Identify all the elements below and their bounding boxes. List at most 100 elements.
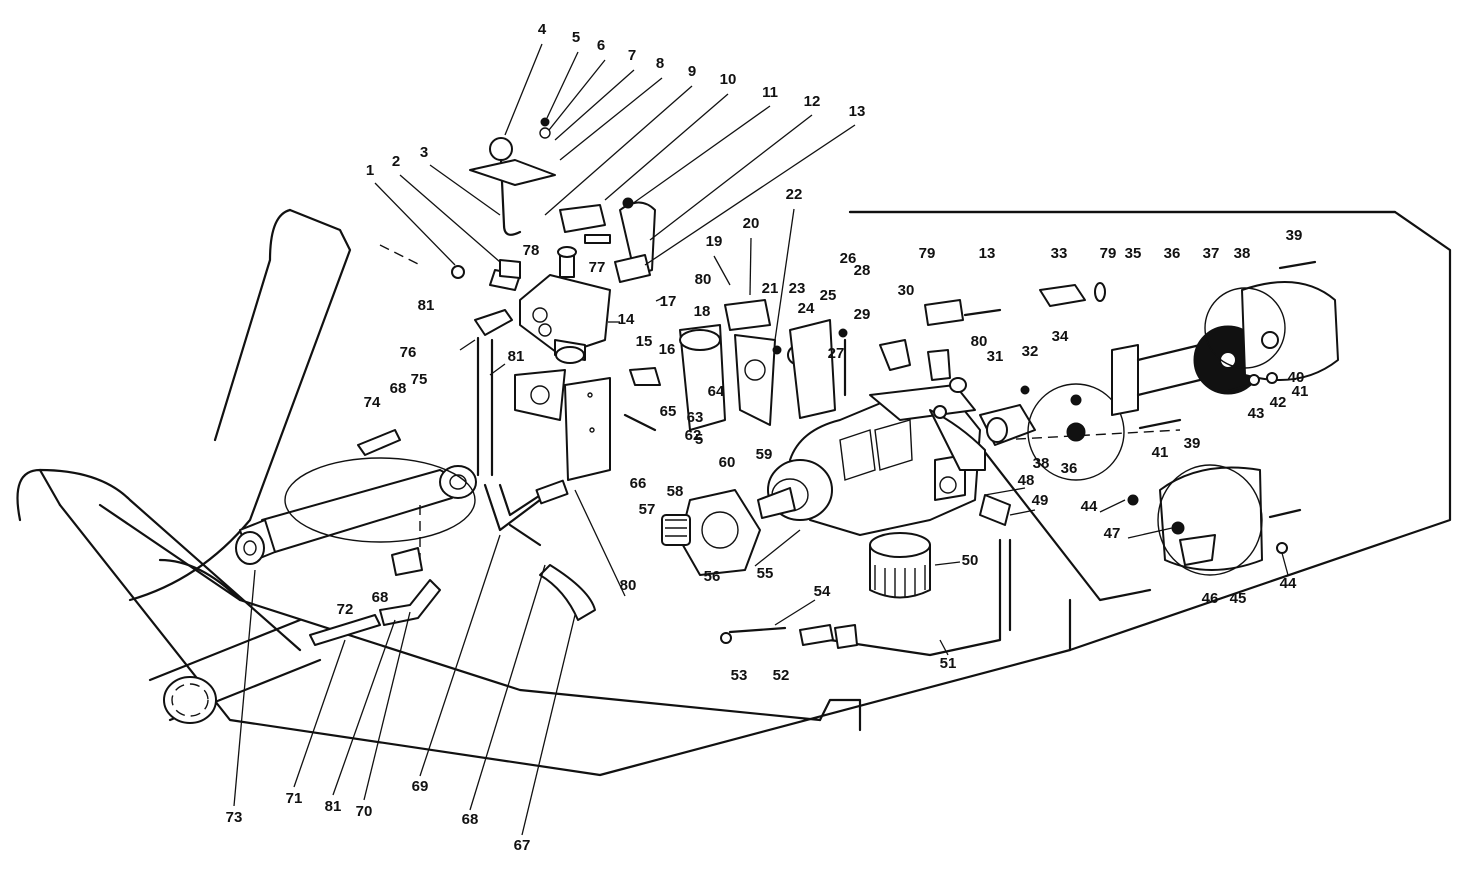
part-label-56: 56 [704,568,721,585]
part-label-4: 4 [538,21,547,38]
part-label-81c: 81 [325,798,342,815]
part-label-31: 31 [987,348,1004,365]
part-label-53: 53 [731,667,748,684]
part-label-40: 40 [1288,369,1305,386]
part-label-11: 11 [762,84,778,101]
part-label-10: 10 [720,71,737,88]
part-label-54: 54 [814,583,831,600]
part-label-71: 71 [286,790,303,807]
part-label-68b: 68 [372,589,389,606]
part-label-58: 58 [667,483,684,500]
part-label-44b: 44 [1280,575,1297,592]
part-label-81a: 81 [418,297,435,314]
part-label-36b: 36 [1061,460,1078,477]
part-label-59: 59 [756,446,773,463]
hydrostatic-pump [757,384,986,536]
part-label-5b: 5 [695,431,703,448]
part-label-36a: 36 [1164,245,1181,262]
part-label-64: 64 [708,383,725,400]
part-label-6: 6 [597,37,605,54]
part-label-39b: 39 [1184,435,1201,452]
part-label-78: 78 [523,242,540,259]
hydraulic-cylinder [235,457,477,570]
part-label-38a: 38 [1234,245,1251,262]
pump-mount-bracket [679,299,848,431]
part-label-5a: 5 [572,29,580,46]
part-label-18: 18 [694,303,711,320]
part-label-14: 14 [618,311,635,328]
part-label-47: 47 [1104,525,1121,542]
part-label-52: 52 [773,667,790,684]
part-label-33: 33 [1051,245,1068,262]
part-label-1: 1 [366,162,374,179]
part-label-25: 25 [820,287,837,304]
center-bracket [514,367,661,481]
part-label-27: 27 [828,345,845,362]
part-label-68a: 68 [390,380,407,397]
part-label-23: 23 [789,280,806,297]
part-label-38b: 38 [1033,455,1050,472]
part-label-72: 72 [337,601,354,618]
part-label-80a: 80 [695,271,712,288]
part-label-34: 34 [1052,328,1069,345]
part-label-79b: 79 [1100,245,1117,262]
part-label-43: 43 [1248,405,1265,422]
part-label-28: 28 [854,262,871,279]
part-label-37: 37 [1203,245,1220,262]
part-label-80c: 80 [620,577,637,594]
part-label-21: 21 [762,280,779,297]
part-label-81b: 81 [508,348,525,365]
part-label-67: 67 [514,837,531,854]
part-label-44a: 44 [1081,498,1098,515]
chassis-frame [16,208,1452,777]
part-label-30: 30 [898,282,915,299]
part-label-15: 15 [636,333,653,350]
part-label-69: 69 [412,778,429,795]
part-label-13b: 13 [979,245,996,262]
part-label-80b: 80 [971,333,988,350]
part-label-7: 7 [628,47,636,64]
part-label-73: 73 [226,809,243,826]
part-label-42: 42 [1270,394,1287,411]
part-label-50: 50 [962,552,979,569]
leader-lines [233,43,1289,836]
part-label-70: 70 [356,803,373,820]
part-label-13a: 13 [849,103,866,120]
part-label-35: 35 [1125,245,1142,262]
part-label-19: 19 [706,233,723,250]
part-label-32: 32 [1022,343,1039,360]
part-label-63: 63 [687,409,704,426]
part-label-66: 66 [630,475,647,492]
part-label-55: 55 [757,565,774,582]
part-label-74: 74 [364,394,381,411]
oil-filter [869,532,931,599]
part-label-26: 26 [840,250,857,267]
part-label-8: 8 [656,55,664,72]
drive-shroud [1127,464,1302,576]
part-label-20: 20 [743,215,760,232]
hydraulic-lines-left [309,259,596,646]
part-label-39a: 39 [1286,227,1303,244]
part-label-79a: 79 [919,245,936,262]
control-lever-assembly [469,117,656,283]
part-label-45: 45 [1230,590,1247,607]
part-label-16: 16 [659,341,676,358]
part-label-3: 3 [420,144,428,161]
part-label-24: 24 [798,300,815,317]
part-label-57: 57 [639,501,656,518]
part-label-17: 17 [660,293,677,310]
part-label-49: 49 [1032,492,1049,509]
part-label-22: 22 [786,186,803,203]
part-label-12: 12 [804,93,821,110]
hydraulic-fittings-right [720,282,1106,657]
part-label-51: 51 [940,655,957,672]
part-label-60: 60 [719,454,736,471]
part-label-76: 76 [400,344,417,361]
roller-tube [148,618,322,724]
part-label-29: 29 [854,306,871,323]
part-label-62: 62 [685,427,702,444]
control-valve [519,246,611,364]
part-label-2: 2 [392,153,400,170]
